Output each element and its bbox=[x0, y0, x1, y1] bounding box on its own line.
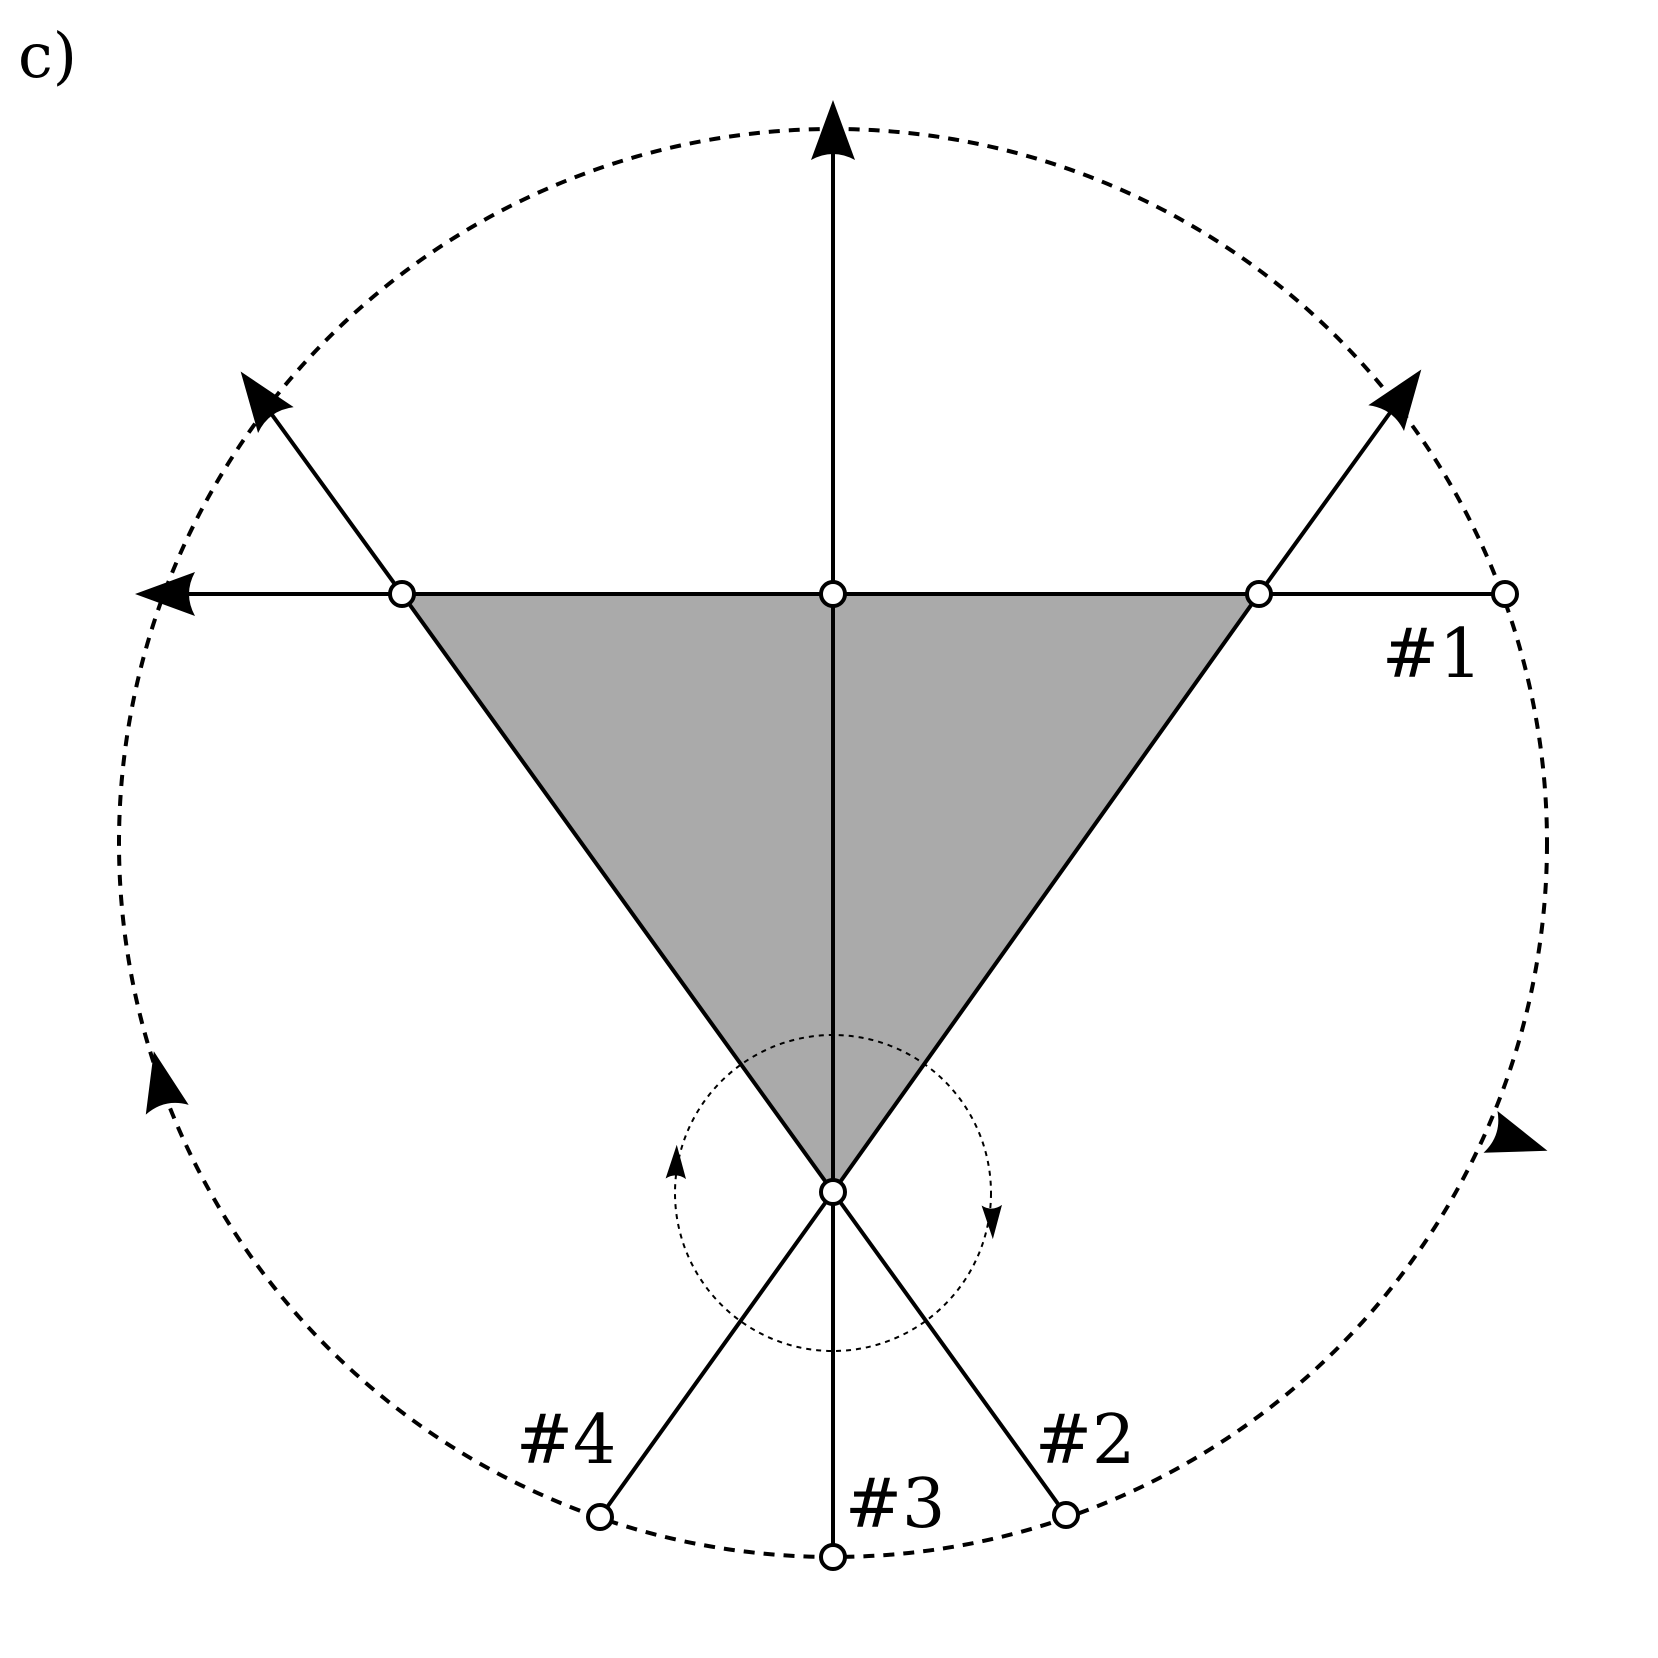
arrow-upper-left bbox=[240, 371, 404, 596]
line-to-point-4 bbox=[598, 1190, 835, 1519]
point-4-label: #4 bbox=[516, 1401, 616, 1480]
left-diagonal-line bbox=[400, 592, 835, 1194]
node-top-center bbox=[819, 580, 847, 608]
right-diagonal-line bbox=[831, 592, 1261, 1194]
point-1-label: #1 bbox=[1382, 615, 1482, 694]
arrows bbox=[135, 100, 1422, 616]
outer-arrowhead-left bbox=[145, 1051, 189, 1115]
panel-label: c) bbox=[18, 19, 77, 92]
arrow-upper-right bbox=[1257, 369, 1422, 596]
node-top-left bbox=[388, 580, 416, 608]
point-3-label: #3 bbox=[845, 1465, 945, 1544]
line-to-point-2 bbox=[831, 1190, 1068, 1517]
shaded-triangle bbox=[402, 594, 1259, 1192]
outer-arrowhead-right bbox=[1483, 1110, 1548, 1153]
node-point-2 bbox=[1052, 1501, 1080, 1529]
node-top-right bbox=[1245, 580, 1273, 608]
solid-lines bbox=[400, 592, 1505, 1557]
node-point-1 bbox=[1491, 580, 1519, 608]
nodes bbox=[388, 580, 1519, 1571]
node-point-4 bbox=[586, 1503, 614, 1531]
point-2-label: #2 bbox=[1035, 1401, 1135, 1480]
node-apex bbox=[819, 1178, 847, 1206]
node-point-3 bbox=[819, 1543, 847, 1571]
